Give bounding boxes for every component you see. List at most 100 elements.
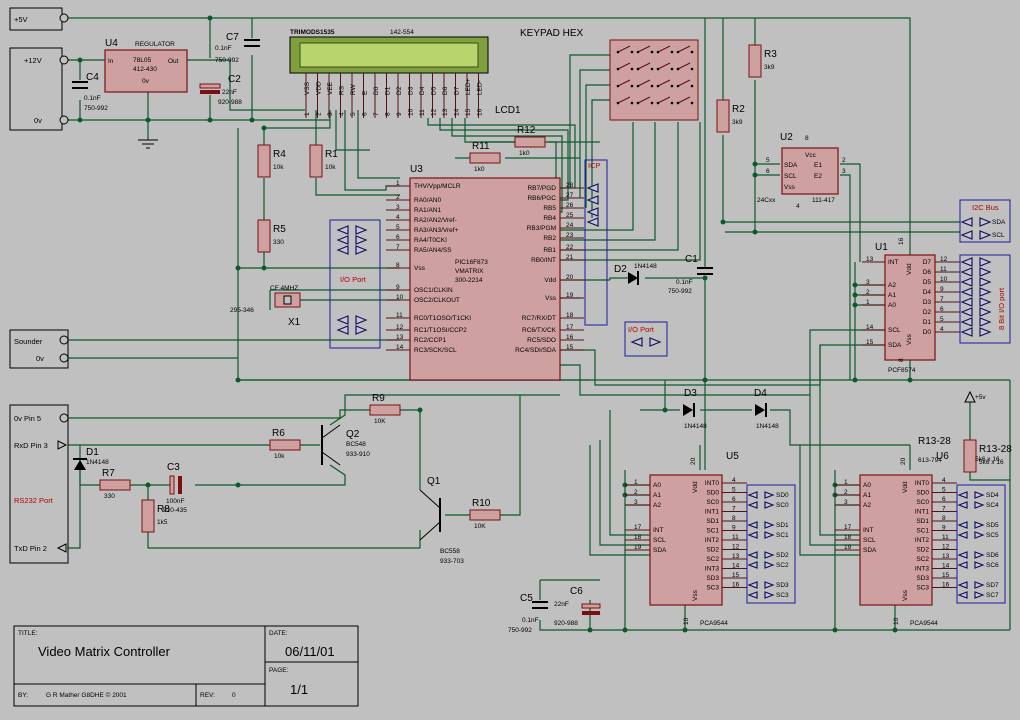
mux-pin-number: 5 — [732, 487, 736, 494]
pic-pin-number: 26 — [566, 202, 574, 209]
mux-vdd-label: Vdd — [902, 481, 909, 493]
cap-c1: C1 0.1nF 750-992 — [668, 254, 713, 295]
io-port-in-arrow-icon — [336, 225, 349, 235]
lcd-pin-number: 11 — [419, 109, 426, 116]
pic-pin-number: 24 — [566, 222, 574, 229]
d4-part: 1N4148 — [756, 423, 779, 430]
resistor-ref: R6 — [272, 428, 285, 439]
keypad-hex: KEYPAD HEX 467-212 — [520, 28, 699, 121]
u4-name: REGULATOR — [135, 41, 175, 48]
eeprom-u2: U2 SDA SCL Vss E1 E2 Vcc 5 6 2 3 8 4 24C… — [757, 132, 846, 210]
sounder-zero-volt: 0v — [36, 354, 44, 363]
mux-port-in-arrow-icon — [747, 551, 758, 559]
diode-d3: D3 1N4148 — [683, 388, 707, 430]
regulator-u4: U4 REGULATOR In Out 78L05 412-430 0v — [104, 38, 188, 149]
lcd-pin-number: 16 — [477, 108, 484, 116]
u1-pin-number: 1 — [866, 299, 870, 306]
mux-port-out-arrow-icon — [764, 491, 775, 499]
mux-port-in-arrow-icon — [957, 581, 968, 589]
mux-pin-vss: 10 — [683, 617, 690, 625]
mux-port-in-arrow-icon — [747, 521, 758, 529]
resistor-ref: R9 — [372, 393, 385, 404]
q2-part: BC548 — [346, 441, 366, 448]
io-port-in-arrow-icon — [336, 235, 349, 245]
resistor-value: 3k9 — [764, 64, 775, 71]
pic-pin-name: RB0/INT — [531, 257, 556, 264]
pic-pin-number: 25 — [566, 212, 574, 219]
mux-vss-label: Vss — [902, 589, 909, 601]
pic-body — [409, 177, 561, 381]
plus5v-terminal-icon — [59, 13, 69, 23]
mux-pin-name: SCL — [863, 537, 876, 544]
pic-pin-number: 20 — [566, 274, 574, 281]
mux-pin-name: SC0 — [916, 499, 929, 506]
pic-pin-name: RA1/AN1 — [414, 207, 441, 214]
resistor-ref: R11 — [472, 141, 490, 152]
lcd-pin-number: 8 — [385, 112, 392, 116]
u1-pin-name: D5 — [923, 279, 932, 286]
regulator-body — [104, 49, 188, 93]
r13-28-value: 5k6 x 16 — [975, 456, 1000, 463]
mux-port-label: SD4 — [986, 492, 999, 499]
pic-pin-name: RA0/AN0 — [414, 197, 441, 204]
lcd-pin-name: D5 — [431, 86, 438, 95]
u1-pin-name: D1 — [923, 319, 932, 326]
pic-pin-name: RB5 — [543, 205, 556, 212]
mux-ref: U6 — [936, 451, 949, 462]
u3-ref: U3 — [410, 164, 423, 175]
resistor-ref: R7 — [102, 468, 115, 479]
key-switch-icon — [617, 79, 631, 87]
eeprom-body — [781, 147, 839, 195]
resistor-ref: R3 — [764, 49, 777, 60]
u1-pin-name: SCL — [888, 327, 901, 334]
lcd-pin-name: D1 — [385, 86, 392, 95]
lcd-pin-name: VEE — [327, 81, 334, 95]
mux-port-out-arrow-icon — [974, 501, 985, 509]
title-frame — [13, 625, 359, 707]
key-switch-icon — [657, 96, 671, 104]
u4-gnd-pin: 0v — [142, 78, 150, 85]
mux-pin-name: INT0 — [705, 480, 719, 487]
lcd-model: TRIMODS1535 — [290, 29, 335, 36]
mux-port-label: SD6 — [986, 552, 999, 559]
mux-pin-name: A1 — [863, 492, 871, 499]
mux-pin-number: 16 — [732, 582, 740, 589]
rs232-box — [9, 404, 69, 564]
mux-port-out-arrow-icon — [974, 491, 985, 499]
mux-pin-name: SC2 — [706, 556, 719, 563]
u2-part: 24Cxx — [757, 197, 776, 204]
icp-arrow-icon — [586, 207, 599, 217]
resistor-value: 10k — [325, 164, 336, 171]
resistor-ref: R10 — [472, 498, 491, 509]
mux-pin-number: 5 — [942, 487, 946, 494]
u1-pin-name: D7 — [923, 259, 932, 266]
io-port-in-arrow-icon — [336, 315, 349, 325]
c4-code: 750-992 — [84, 105, 108, 112]
d3-part: 1N4148 — [684, 423, 707, 430]
io8-in-arrow-icon — [960, 297, 973, 307]
mux-pin-name: INT — [653, 527, 664, 534]
pic-pin-name: RA2/AN2/Vref- — [414, 217, 457, 224]
pic-pin-number: 17 — [566, 324, 574, 331]
mux-pin-name: SD1 — [706, 518, 719, 525]
mux-port-in-arrow-icon — [957, 551, 968, 559]
mux-pin-name: A2 — [653, 502, 661, 509]
d3-ref: D3 — [684, 388, 697, 399]
u1-pin-number: 14 — [866, 324, 874, 331]
icp-arrow-icon — [586, 217, 599, 227]
key-switch-icon — [617, 96, 631, 104]
c1-code: 750-992 — [668, 288, 692, 295]
lcd-pin-number: 14 — [454, 108, 461, 116]
mux-pin-name: SDA — [863, 547, 877, 554]
mux-port-label: SD5 — [986, 522, 999, 529]
mux-pin-name: SC2 — [916, 556, 929, 563]
resistor-body — [469, 509, 501, 521]
c6-ref: C6 — [570, 586, 583, 597]
mux-pin-name: SD1 — [916, 518, 929, 525]
by-caption: BY: — [18, 692, 28, 699]
io-port-left: I/O Port — [329, 219, 381, 349]
mux-pin-name: SD0 — [916, 490, 929, 497]
mux-port-in-arrow-icon — [957, 591, 968, 599]
